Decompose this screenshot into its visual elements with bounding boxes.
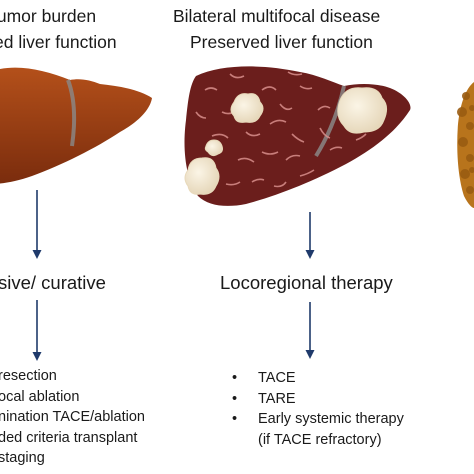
list-item: •Early systemic therapy (232, 409, 404, 430)
list-item: nination TACE/ablation (0, 409, 145, 425)
flow-arrows-column-1 (32, 190, 42, 361)
list-item: ded criteria transplant (0, 429, 138, 446)
column-2-options-list: •TACE •TARE •Early systemic therapy (if … (232, 368, 404, 450)
liver-texture-streaks (195, 71, 385, 188)
list-item: •TARE (232, 389, 404, 410)
column-2-therapy-label: Locoregional therapy (220, 272, 393, 293)
list-item: (if TACE refractory) (258, 431, 382, 448)
bullet-icon: • (232, 411, 238, 427)
healthy-liver-illustration (0, 67, 152, 184)
column-2-heading-line-2: Preserved liver function (190, 32, 373, 52)
bullet-icon: • (232, 370, 238, 386)
column-1-options-list: resection ocal ablation nination TACE/ab… (0, 366, 145, 469)
list-item: staging (0, 450, 45, 466)
column-1-heading-line-2: ed liver function (0, 32, 117, 52)
cirrhotic-liver-illustration (457, 82, 474, 208)
column-1-heading-line-1: tumor burden (0, 6, 97, 26)
list-item: •TACE (232, 368, 404, 389)
flow-arrows-column-2 (305, 212, 315, 359)
list-item: ocal ablation (0, 388, 80, 405)
column-1-therapy-label: sive/ curative (0, 272, 106, 293)
tumor-nodules (184, 87, 388, 195)
diseased-liver-illustration (184, 66, 411, 206)
bullet-icon: • (232, 390, 238, 407)
column-2-heading-line-1: Bilateral multifocal disease (173, 6, 381, 26)
list-item: resection (0, 368, 57, 384)
